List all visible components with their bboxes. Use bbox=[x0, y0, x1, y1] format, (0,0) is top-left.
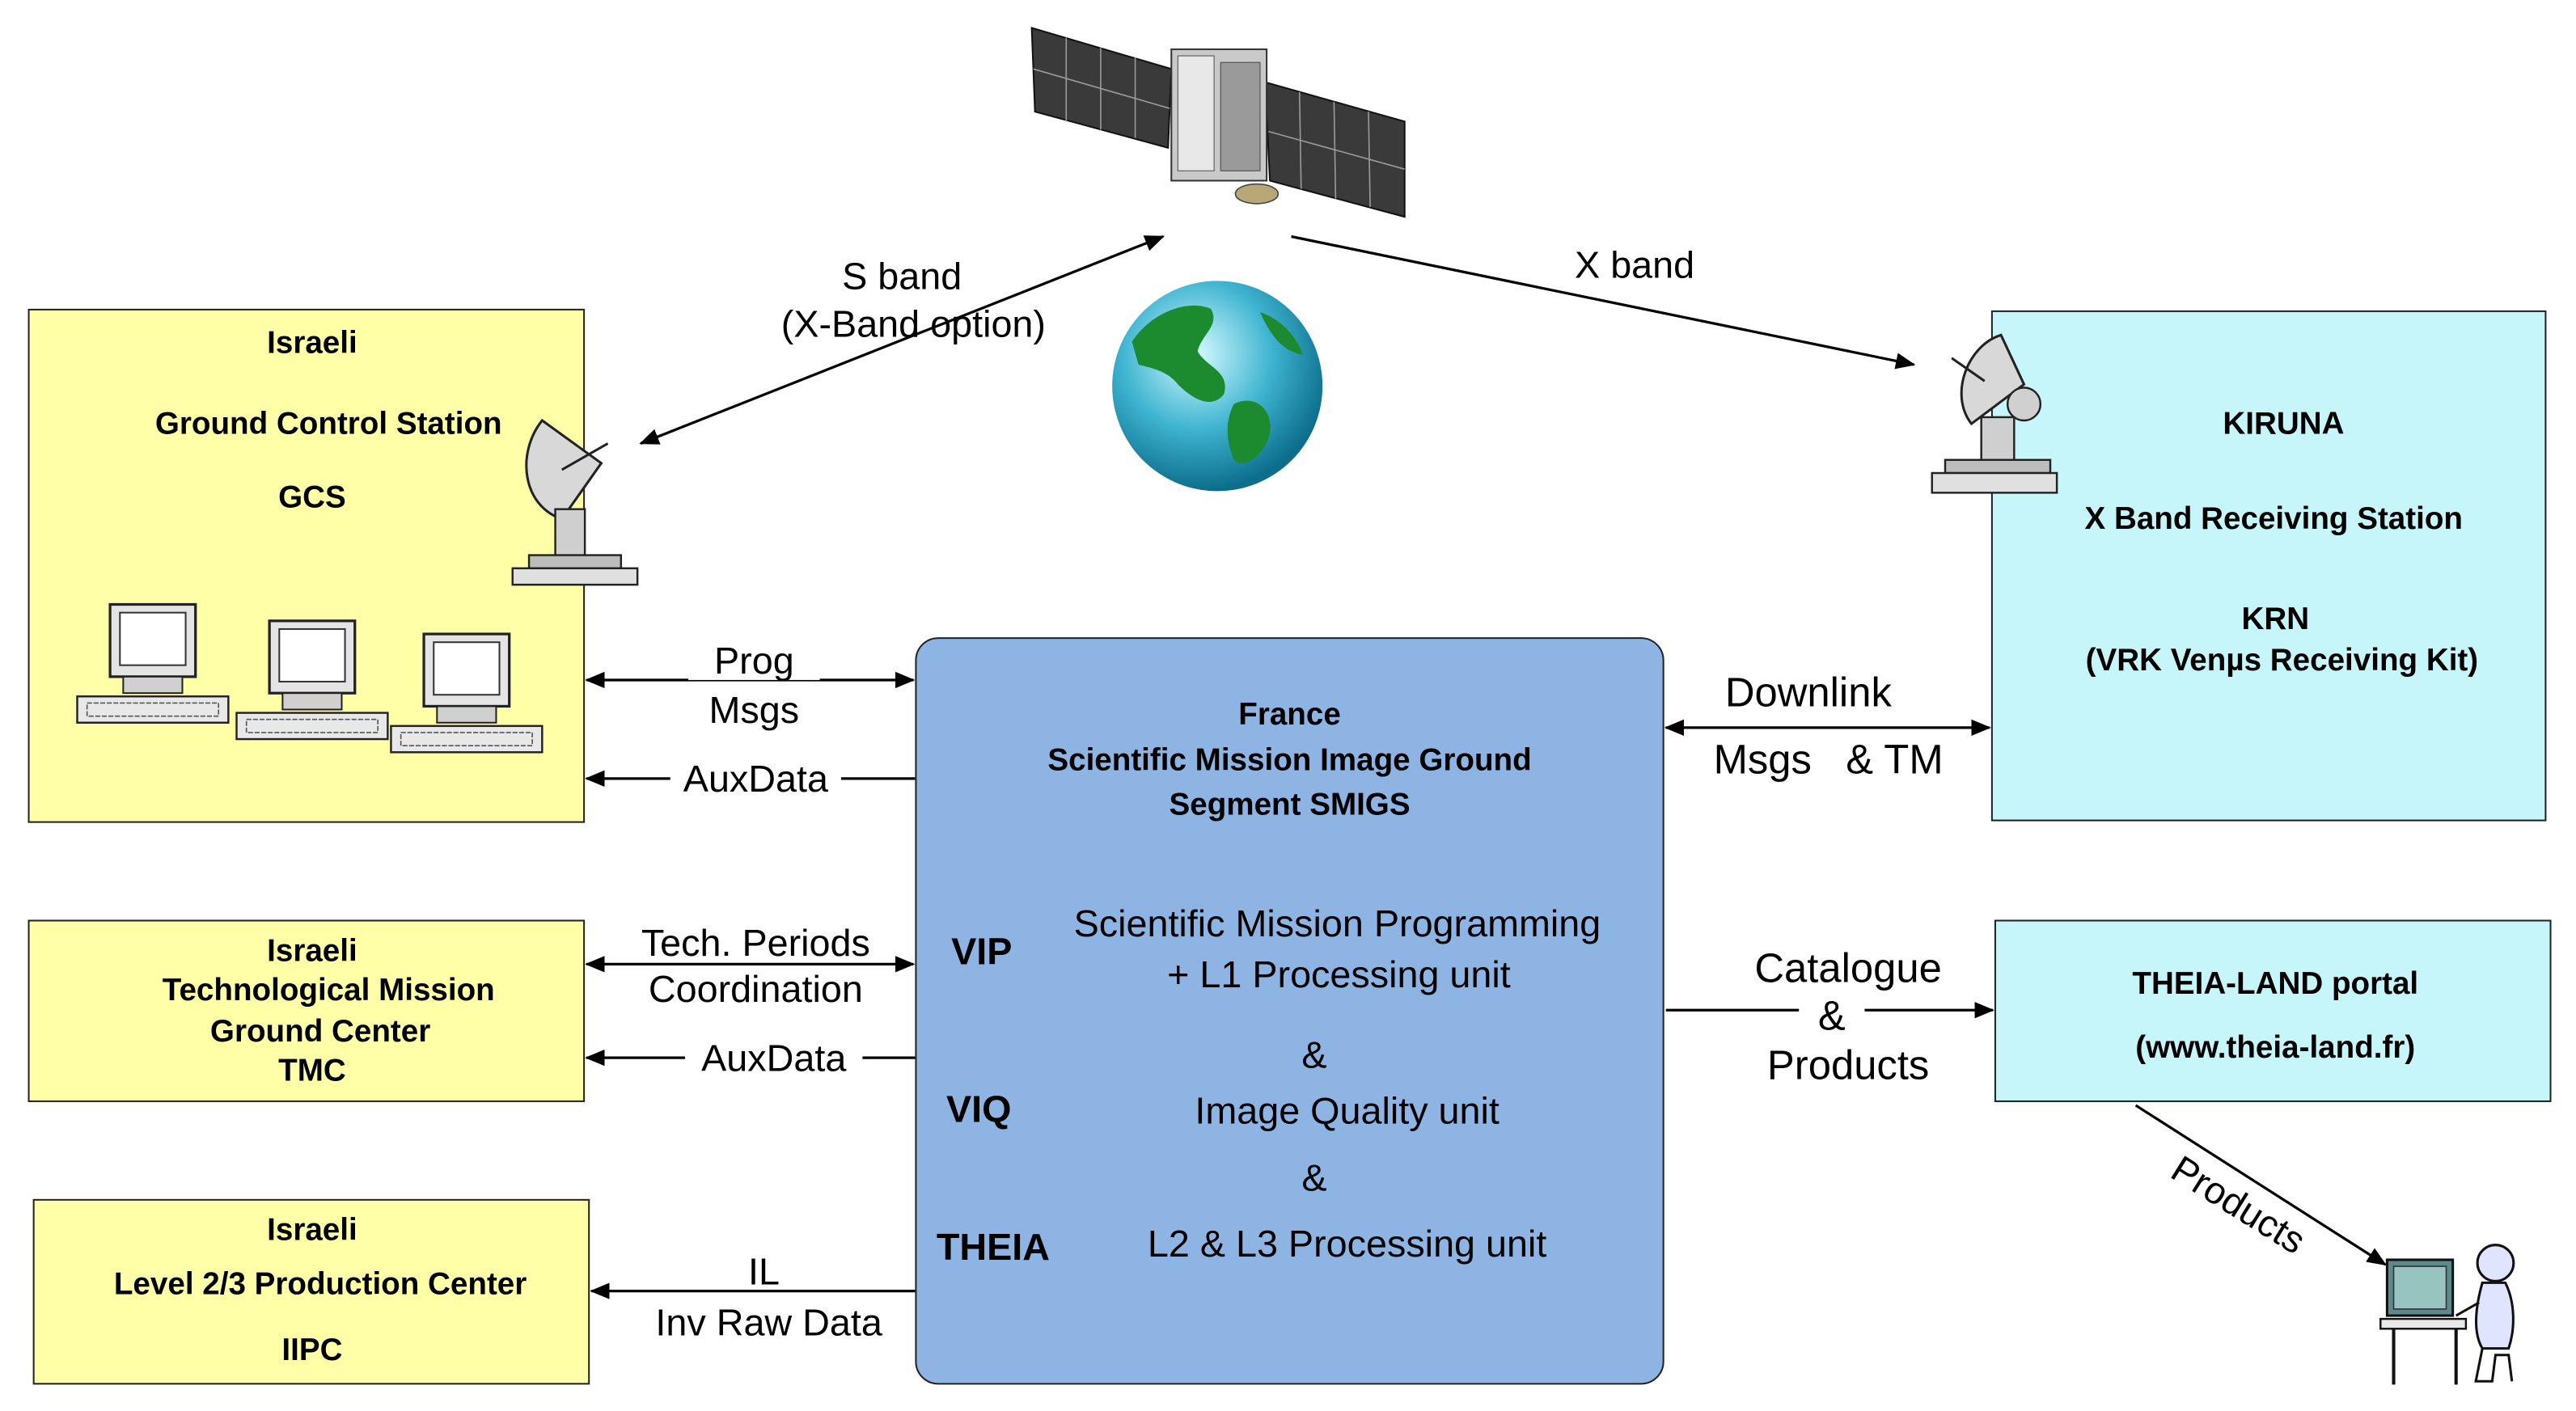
smigs-line3: Segment SMIGS bbox=[1169, 788, 1411, 823]
vip-label: VIP bbox=[951, 929, 1013, 973]
iipc-line2: Level 2/3 Production Center bbox=[113, 1268, 527, 1303]
theia-label: THEIA bbox=[936, 1225, 1050, 1269]
smigs-box bbox=[915, 637, 1664, 1385]
smigs-line2: Scientific Mission Image Ground bbox=[1047, 744, 1532, 779]
s-band-label: S band bbox=[842, 254, 962, 298]
gcs-line1: Israeli bbox=[267, 327, 357, 361]
tmc-box bbox=[27, 919, 586, 1102]
earth-globe-icon bbox=[1112, 281, 1323, 492]
amp-1: & bbox=[1301, 1033, 1327, 1076]
gcs-line3: GCS bbox=[278, 481, 346, 516]
flow-inv-raw-data: Inv Raw Data bbox=[655, 1300, 882, 1344]
flow-amp: & bbox=[1799, 996, 1865, 1038]
flow-auxdata-gcs: AuxData bbox=[670, 759, 841, 799]
tmc-line2: Technological Mission bbox=[162, 974, 495, 1009]
x-band-label: X band bbox=[1575, 243, 1695, 286]
flow-msgs-tm: Msgs & TM bbox=[1713, 737, 1944, 784]
satellite-icon bbox=[1030, 27, 1406, 218]
vip-desc2: + L1 Processing unit bbox=[1167, 953, 1511, 995]
theia-portal-box bbox=[1994, 919, 2552, 1102]
flow-il: IL bbox=[748, 1249, 780, 1293]
theia-desc: L2 & L3 Processing unit bbox=[1147, 1222, 1547, 1265]
kiruna-box bbox=[1990, 310, 2547, 822]
kiruna-line3: KRN bbox=[2241, 602, 2310, 638]
viq-label: VIQ bbox=[946, 1087, 1012, 1130]
flow-products: Products bbox=[1766, 1042, 1930, 1089]
flow-downlink: Downlink bbox=[1724, 670, 1892, 716]
flow-catalogue: Catalogue bbox=[1724, 948, 1972, 991]
flow-auxdata-tmc: AuxData bbox=[685, 1039, 863, 1078]
kiruna-line2: X Band Receiving Station bbox=[2084, 502, 2464, 538]
tmc-line1: Israeli bbox=[267, 934, 357, 970]
computer-workstation-icon bbox=[76, 602, 230, 724]
flow-tech-periods: Tech. Periods bbox=[620, 924, 890, 963]
flow-msgs: Msgs bbox=[709, 688, 800, 731]
x-band-link bbox=[1291, 234, 1916, 370]
gcs-line2: Ground Control Station bbox=[154, 407, 502, 442]
user-at-computer-icon bbox=[2379, 1244, 2515, 1385]
computer-workstation-icon bbox=[390, 632, 544, 754]
flow-prog: Prog bbox=[688, 641, 820, 680]
s-band-option-label: (X-Band option) bbox=[780, 302, 1046, 345]
iipc-box bbox=[32, 1198, 590, 1385]
computer-workstation-icon bbox=[235, 619, 389, 741]
theia-portal-line1: THEIA-LAND portal bbox=[2132, 967, 2419, 1003]
s-band-link bbox=[639, 234, 1165, 445]
kiruna-line1: KIRUNA bbox=[2223, 407, 2345, 442]
tmc-line4: TMC bbox=[278, 1054, 346, 1089]
flow-coordination: Coordination bbox=[648, 967, 863, 1011]
dish-antenna-icon bbox=[511, 418, 639, 586]
dish-antenna-icon bbox=[1931, 333, 2058, 494]
vip-desc1: Scientific Mission Programming bbox=[1073, 902, 1601, 944]
products-diag-arrow bbox=[2134, 1104, 2388, 1266]
amp-2: & bbox=[1301, 1156, 1327, 1199]
theia-portal-line2: (www.theia-land.fr) bbox=[2135, 1031, 2416, 1067]
kiruna-line4: (VRK Venµs Receiving Kit) bbox=[2085, 644, 2479, 678]
iipc-line1: Israeli bbox=[267, 1214, 357, 1248]
smigs-line1: France bbox=[1238, 698, 1341, 733]
iipc-line3: IIPC bbox=[281, 1333, 343, 1369]
tmc-line3: Ground Center bbox=[209, 1015, 431, 1050]
viq-desc: Image Quality unit bbox=[1195, 1088, 1499, 1132]
